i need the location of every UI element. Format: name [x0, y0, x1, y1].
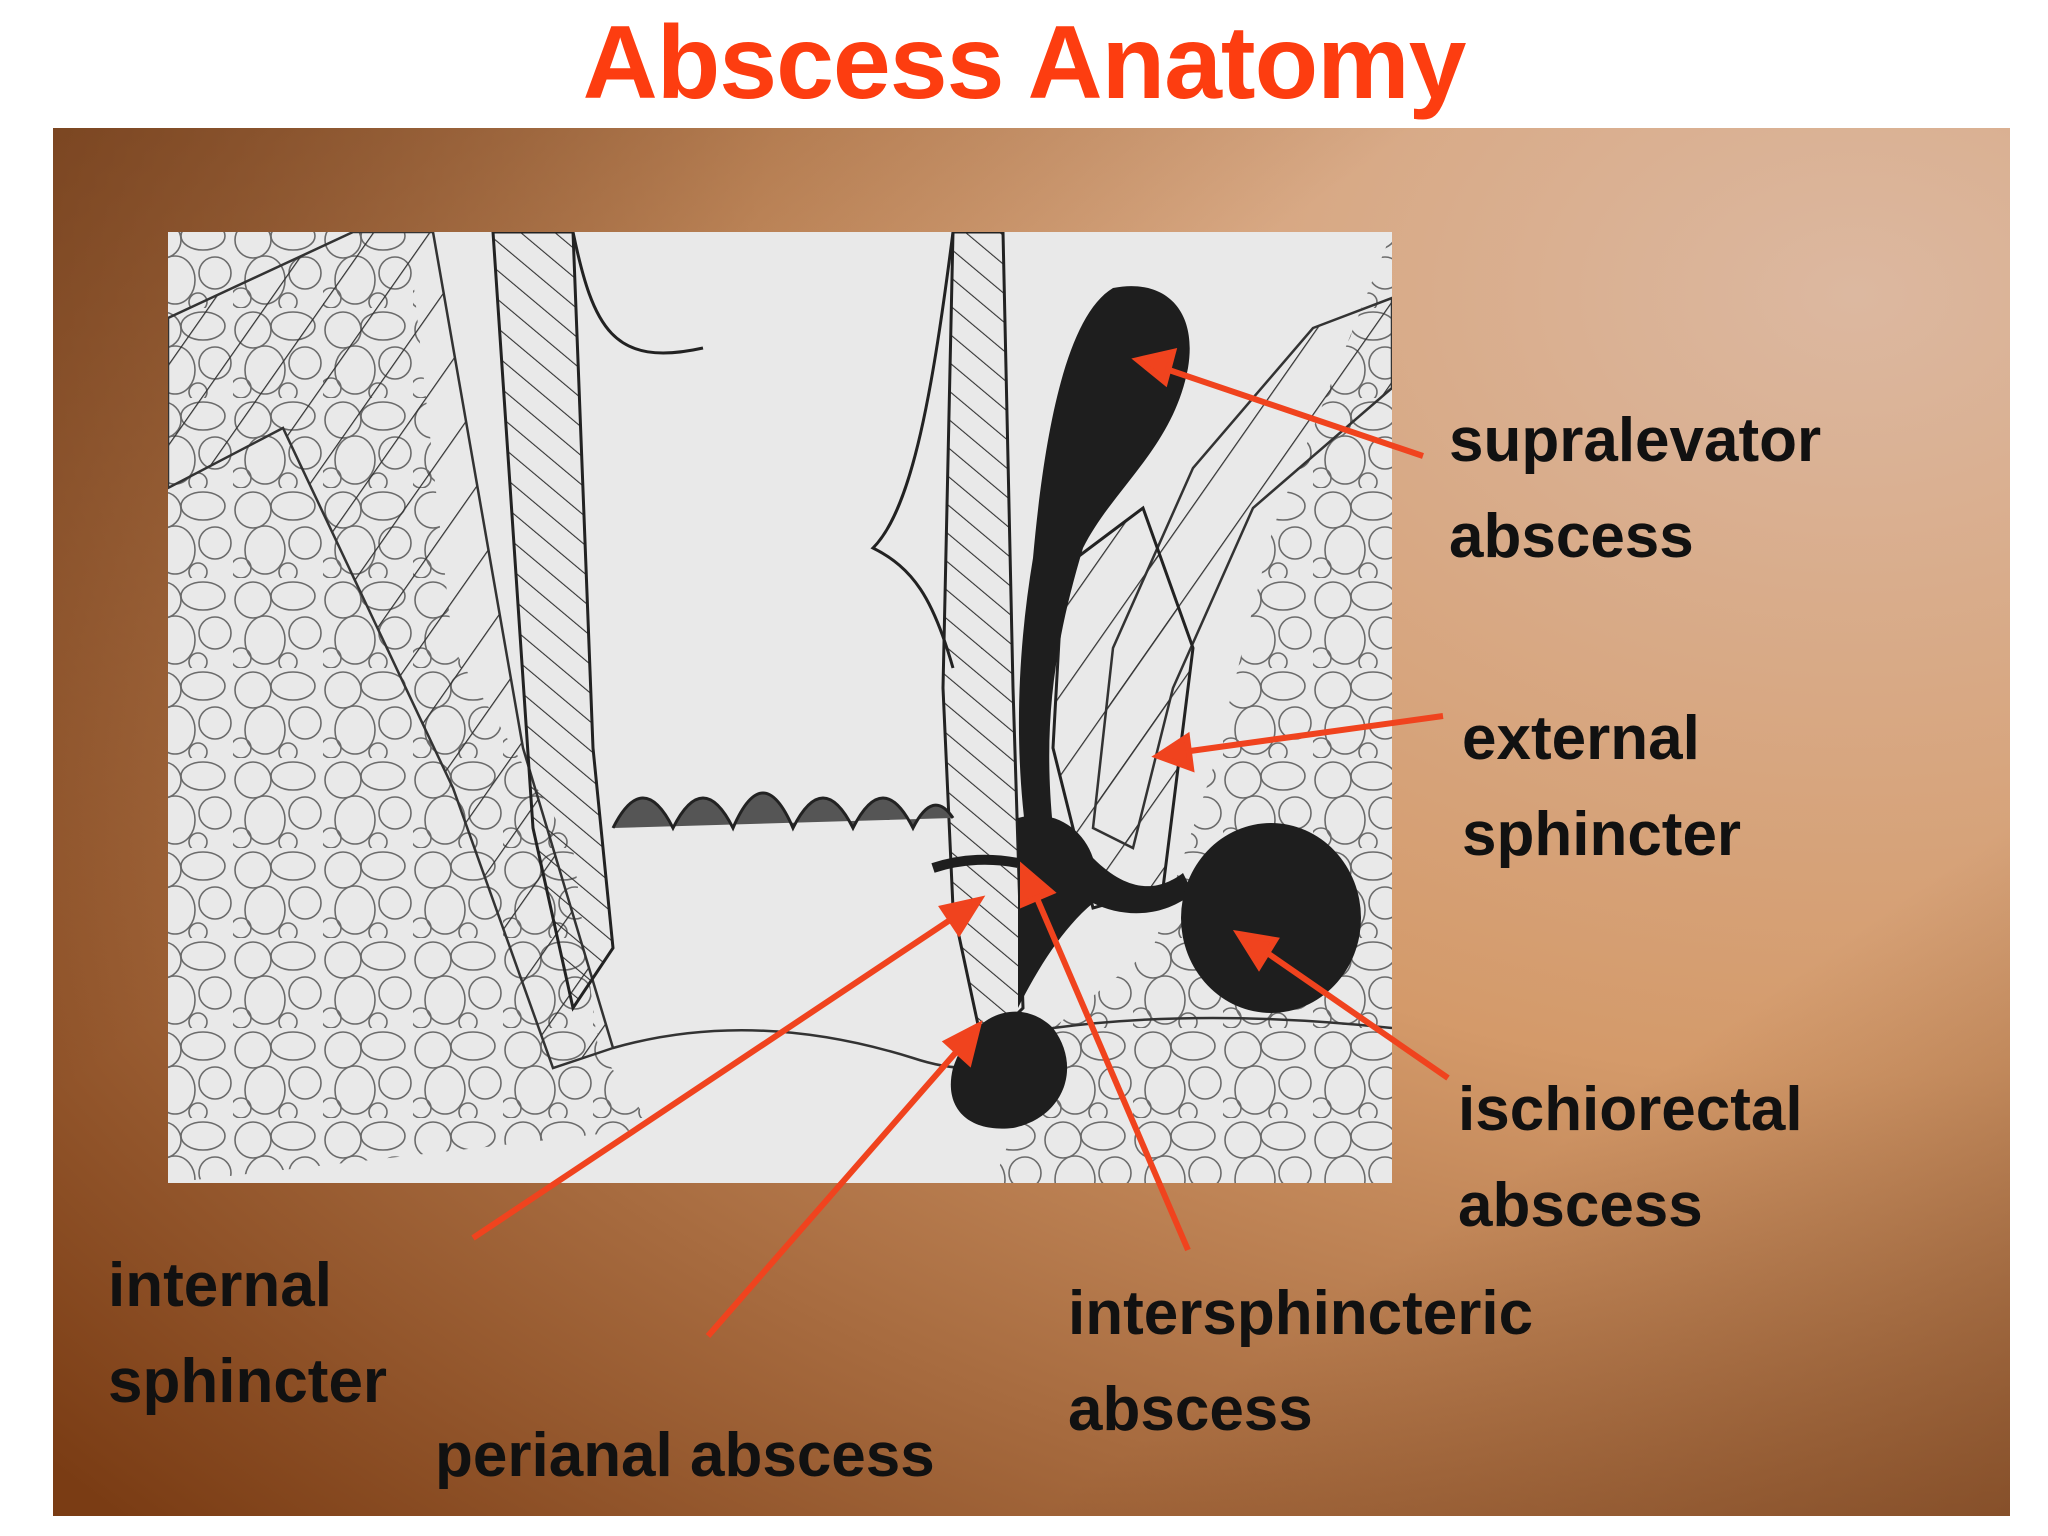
left-levator-muscle	[168, 232, 615, 1070]
label-ischiorectal-line2: abscess	[1458, 1171, 1703, 1240]
label-external-sphincter-line2: sphincter	[1462, 800, 1742, 869]
annotation-arrows	[471, 347, 1450, 1338]
label-perianal-abscess: perianal abscess	[435, 1421, 935, 1490]
label-internal-sphincter-line2: sphincter	[108, 1347, 388, 1416]
label-ischiorectal-line1: ischiorectal	[1458, 1075, 1803, 1144]
slide-title: Abscess Anatomy	[582, 4, 1467, 121]
label-internal-sphincter: internal sphincter	[108, 1238, 387, 1430]
perianal-abscess-shape	[950, 1011, 1068, 1129]
arrow-ischiorectal	[1261, 947, 1450, 1081]
label-intersphincteric-line2: abscess	[1068, 1375, 1313, 1444]
label-external-sphincter: external sphincter	[1462, 691, 1741, 883]
arrow-internal-sphincter	[471, 915, 955, 1241]
anatomy-drawing	[168, 232, 1392, 1183]
label-supralevator-line2: abscess	[1449, 502, 1694, 571]
label-intersphincteric-abscess: intersphincteric abscess	[1068, 1266, 1533, 1458]
left-sphincter	[491, 232, 615, 1012]
diagram-panel: supralevator abscess external sphincter …	[53, 128, 2010, 1516]
label-internal-sphincter-line1: internal	[108, 1251, 332, 1320]
arrow-external-sphincter	[1182, 713, 1444, 755]
supralevator-abscess-shape	[1018, 286, 1190, 848]
label-external-sphincter-line1: external	[1462, 704, 1700, 773]
label-supralevator-line1: supralevator	[1449, 406, 1822, 475]
ischiorectal-abscess-shape	[1181, 823, 1361, 1013]
label-supralevator-abscess: supralevator abscess	[1449, 393, 1821, 585]
arrow-perianal	[705, 1048, 961, 1338]
arrow-supralevator	[1162, 365, 1424, 459]
arrow-intersphincteric	[1033, 894, 1191, 1252]
anal-folds	[611, 791, 955, 832]
intersphincteric-abscess-shape	[1018, 815, 1193, 1008]
label-ischiorectal-abscess: ischiorectal abscess	[1458, 1062, 1803, 1254]
label-intersphincteric-line1: intersphincteric	[1068, 1279, 1534, 1348]
